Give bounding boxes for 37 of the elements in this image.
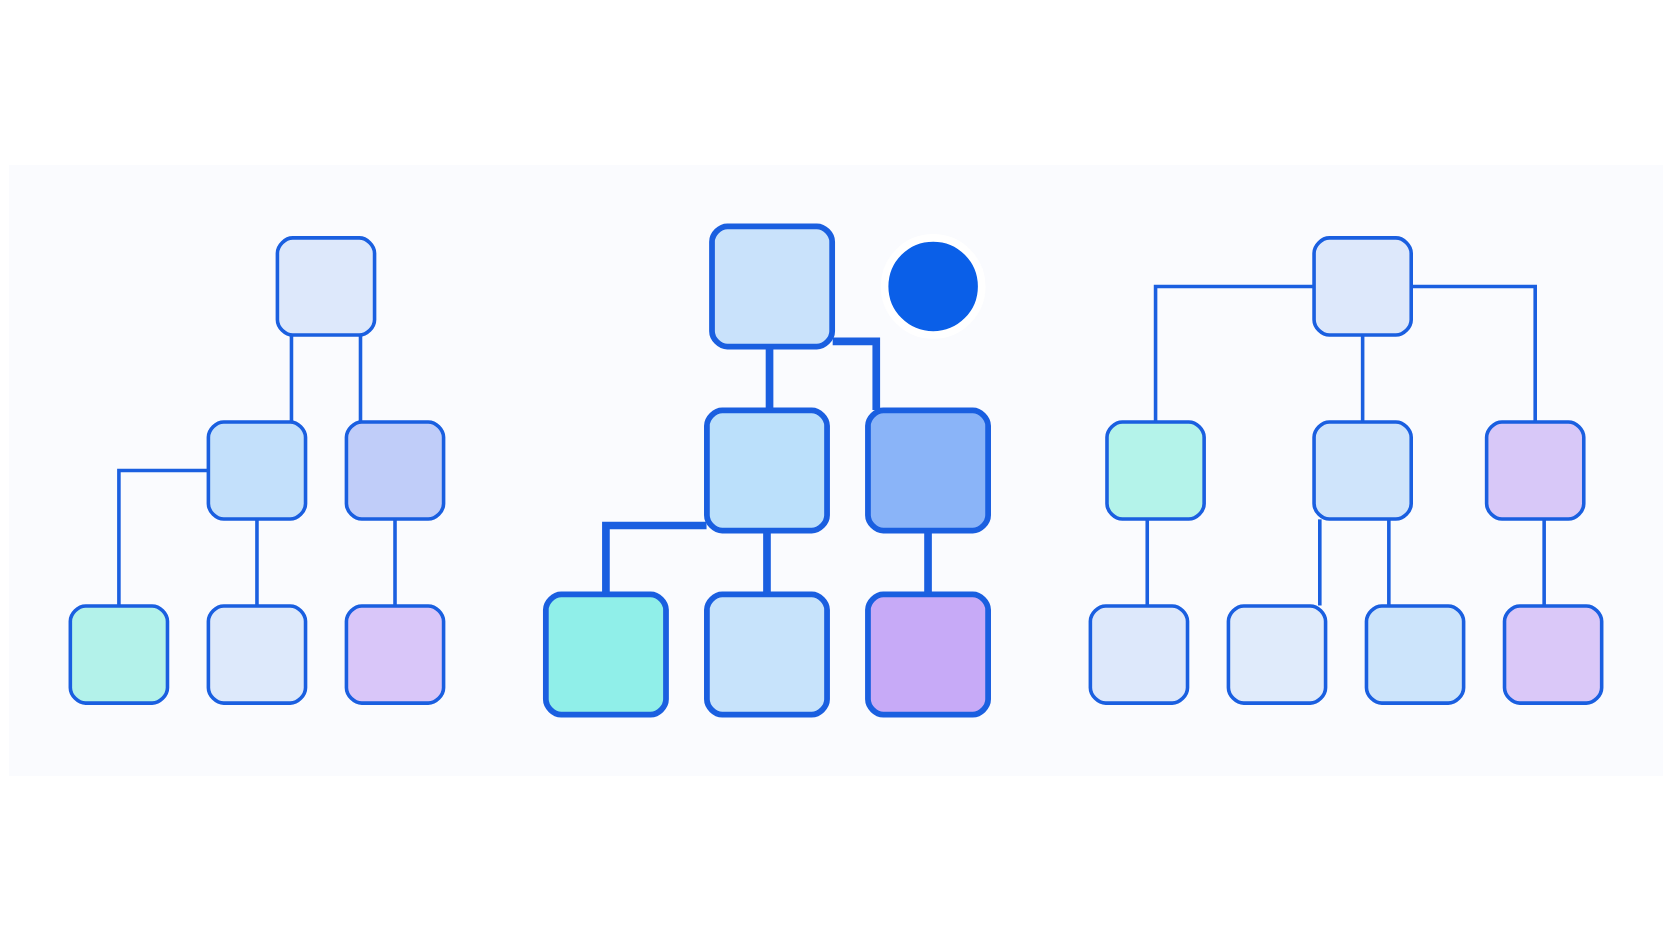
connector xyxy=(289,335,294,422)
node-box xyxy=(1088,604,1190,705)
node-box xyxy=(865,407,991,534)
node-box xyxy=(1484,420,1586,521)
connector xyxy=(1145,519,1150,606)
connector xyxy=(1542,519,1546,606)
connector xyxy=(117,468,209,606)
connector xyxy=(1153,284,1314,422)
node-box xyxy=(1312,420,1413,521)
node-box xyxy=(1226,604,1328,705)
node-box xyxy=(709,223,836,350)
node-box xyxy=(344,604,446,705)
connector xyxy=(765,346,774,411)
node-box xyxy=(68,604,170,705)
node-box xyxy=(206,604,308,705)
node-box xyxy=(344,420,446,521)
node-box xyxy=(275,236,377,337)
connector xyxy=(832,337,881,411)
node-box xyxy=(1312,236,1413,337)
connector xyxy=(255,519,259,606)
connector xyxy=(924,530,932,595)
node-box xyxy=(704,591,830,718)
connector xyxy=(602,521,707,595)
connector xyxy=(358,335,363,422)
connector xyxy=(1318,519,1322,606)
node-box xyxy=(1502,604,1604,705)
connector xyxy=(1360,335,1365,422)
connector xyxy=(393,519,397,606)
node-box xyxy=(1364,604,1466,705)
connector xyxy=(1387,519,1391,606)
node-box xyxy=(1105,420,1206,521)
node-box xyxy=(865,591,991,718)
node-box xyxy=(704,407,830,534)
node-box xyxy=(542,591,669,718)
connector xyxy=(763,530,771,595)
connector xyxy=(1411,284,1537,422)
node-box xyxy=(206,420,308,521)
